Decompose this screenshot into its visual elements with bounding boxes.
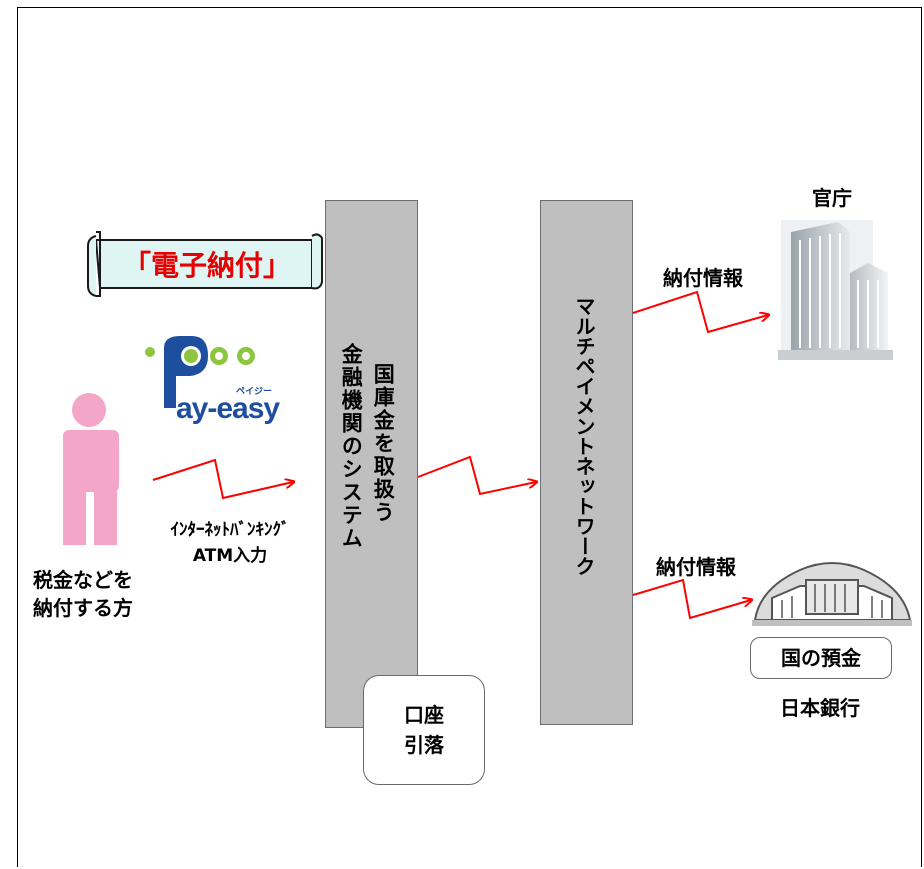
arrow-network-to-agency — [632, 290, 768, 334]
arrow-user-to-bank — [152, 458, 293, 500]
taxpayer-label: 税金などを 納付する方 — [33, 566, 133, 622]
bank-system-col1: 金融機関のシステム — [339, 343, 364, 550]
account-debit-box: 口座 引落 — [363, 675, 485, 785]
diagram-frame — [17, 7, 922, 867]
banner-label: 「電子納付」 — [122, 249, 291, 282]
arrow-bank-to-network — [417, 455, 536, 496]
channels-line2: ATM入力 — [192, 546, 268, 566]
network-label: マルチペイメントネットワーク — [572, 296, 596, 576]
taxpayer-line1: 税金などを — [33, 568, 133, 592]
channels-line1: ｲﾝﾀｰﾈｯﾄﾊﾞﾝｷﾝｸﾞ — [170, 520, 290, 540]
bank-system-col2: 国庫金を取扱う — [371, 363, 396, 524]
agency-title: 官庁 — [812, 186, 852, 210]
bank-system-column — [325, 200, 418, 728]
payeasy-brand: ay-easy — [176, 392, 280, 425]
national-deposit-box: 国の預金 — [750, 637, 892, 679]
boj-arrow-label: 納付情報 — [656, 555, 736, 579]
network-column — [540, 200, 633, 725]
boj-name: 日本銀行 — [780, 696, 860, 720]
payeasy-p-icon — [145, 336, 255, 408]
account-line2: 引落 — [404, 733, 444, 757]
account-line1: 口座 — [404, 703, 444, 727]
arrow-network-to-boj — [632, 578, 751, 620]
payeasy-logo: ペイジー ay-easy — [140, 322, 292, 428]
channels-label: ｲﾝﾀｰﾈｯﾄﾊﾞﾝｷﾝｸﾞ ATM入力 — [145, 517, 315, 569]
agency-arrow-label: 納付情報 — [663, 266, 743, 290]
deposit-label: 国の預金 — [781, 646, 861, 670]
payeasy-kana: ペイジー — [236, 387, 273, 397]
taxpayer-line2: 納付する方 — [33, 596, 133, 620]
